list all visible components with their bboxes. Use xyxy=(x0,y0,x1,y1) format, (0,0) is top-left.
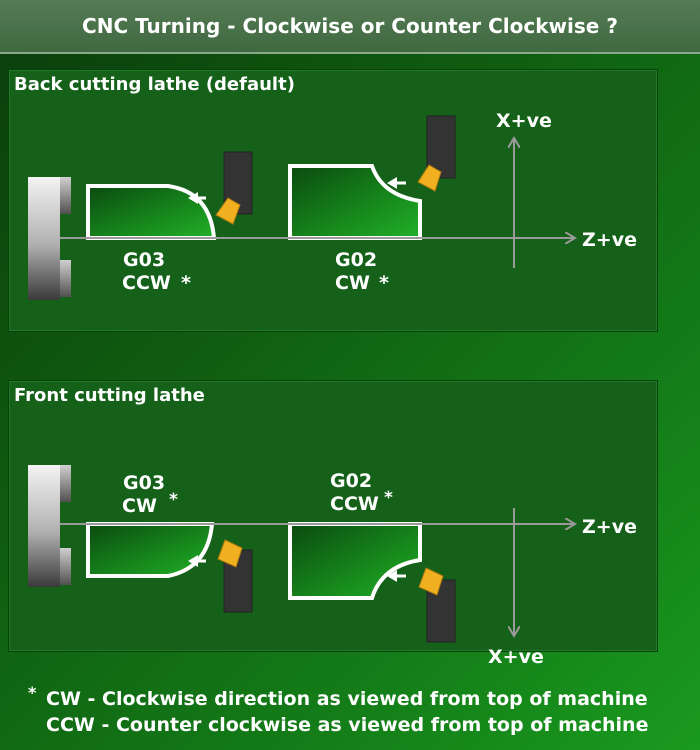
back-chuck-jaw-top xyxy=(60,177,71,214)
front-right-asterisk: * xyxy=(384,488,393,508)
back-chuck xyxy=(28,177,60,300)
back-right-asterisk: * xyxy=(379,272,389,294)
front-chuck-jaw-bottom xyxy=(60,548,71,585)
front-left-asterisk: * xyxy=(169,490,178,510)
back-tool-insert-left xyxy=(215,197,241,225)
back-panel-title: Back cutting lathe (default) xyxy=(14,74,295,95)
ccw-note: CCW - Counter clockwise as viewed from t… xyxy=(46,714,649,736)
front-lathe-group: X+ve Z+ve G03 CW * G02 CCW * xyxy=(28,465,637,668)
page-title: CNC Turning - Clockwise or Counter Clock… xyxy=(82,14,618,38)
back-left-asterisk: * xyxy=(181,272,191,294)
back-tool-insert-right xyxy=(417,164,442,192)
footer-asterisk: * xyxy=(28,683,37,702)
front-left-direction: CW xyxy=(122,495,157,517)
back-x-axis-label: X+ve xyxy=(496,110,552,132)
back-chuck-jaw-bottom xyxy=(60,260,71,297)
front-right-gcode: G02 xyxy=(330,470,372,492)
front-right-direction: CCW xyxy=(330,493,379,515)
front-workpiece-right xyxy=(288,522,422,600)
front-x-axis-label: X+ve xyxy=(488,646,544,668)
front-tool-insert-right xyxy=(418,567,444,596)
front-workpiece-left xyxy=(86,522,215,578)
back-right-gcode: G02 xyxy=(335,249,377,271)
back-left-gcode: G03 xyxy=(123,249,165,271)
back-lathe-group: X+ve Z+ve G03 CCW * G02 CW * xyxy=(28,110,637,300)
front-panel-title: Front cutting lathe xyxy=(14,385,205,406)
front-left-gcode: G03 xyxy=(123,472,165,494)
front-z-axis-label: Z+ve xyxy=(582,516,637,538)
front-chuck-jaw-top xyxy=(60,465,71,502)
back-workpiece-left xyxy=(86,184,217,240)
front-chuck xyxy=(28,465,60,587)
back-left-direction: CCW xyxy=(122,272,171,294)
legend-footer: * CW - Clockwise direction as viewed fro… xyxy=(22,683,682,738)
back-right-direction: CW xyxy=(335,272,370,294)
front-cutting-panel: Front cutting lathe xyxy=(8,380,658,652)
cw-note: CW - Clockwise direction as viewed from … xyxy=(46,688,648,710)
title-bar: CNC Turning - Clockwise or Counter Clock… xyxy=(0,0,700,54)
front-tool-insert-left xyxy=(217,539,243,568)
back-workpiece-right xyxy=(288,164,422,240)
back-z-axis-label: Z+ve xyxy=(582,229,637,251)
